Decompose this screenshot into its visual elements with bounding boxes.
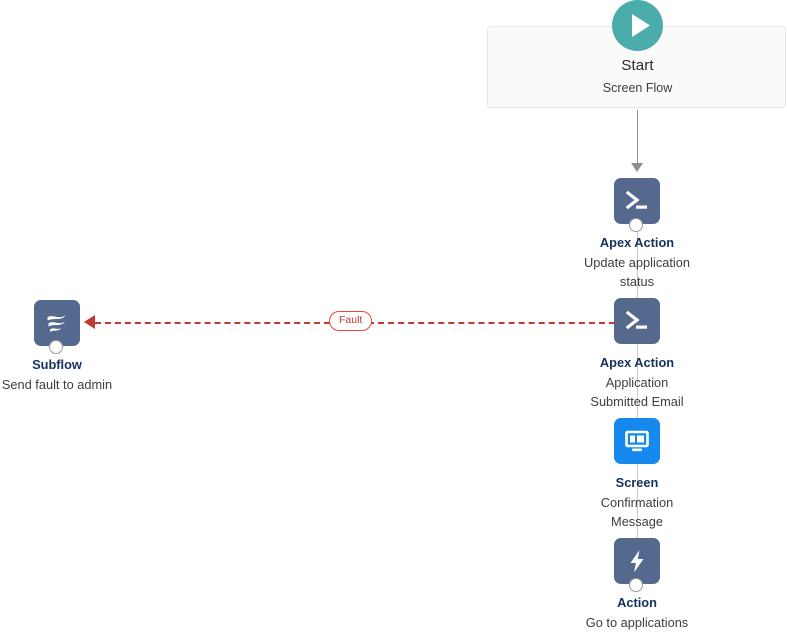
node-description: Go to applications xyxy=(585,615,689,630)
apex-terminal-icon xyxy=(614,298,660,344)
node-label: Subflow xyxy=(32,357,82,372)
start-subtitle: Screen Flow xyxy=(602,81,673,95)
node-description: Confirmation Message xyxy=(600,495,674,529)
connector-arrow-start xyxy=(631,163,643,172)
fault-connector-arrowhead xyxy=(84,315,95,329)
play-circle-icon[interactable] xyxy=(612,0,663,51)
apex-terminal-icon xyxy=(614,178,660,232)
node-label: Apex Action xyxy=(599,235,675,250)
connector-screen-to-action xyxy=(636,464,639,542)
node-description: Application Submitted Email xyxy=(590,375,684,409)
fault-connector-line-right xyxy=(368,322,615,324)
subflow-waves-icon xyxy=(34,300,80,354)
connector-start-to-apex1 xyxy=(636,110,639,166)
screen-display-icon xyxy=(614,418,660,464)
node-description: Update application status xyxy=(583,255,690,289)
node-description: Send fault to admin xyxy=(1,377,113,392)
node-label: Action xyxy=(617,595,657,610)
node-subflow-send-fault-to-admin[interactable]: Subflow Send fault to admin xyxy=(0,300,137,394)
fault-connector-label[interactable]: Fault xyxy=(329,311,373,331)
connector-apex2-to-screen xyxy=(636,344,639,422)
connector-apex1-to-apex2 xyxy=(636,224,639,302)
fault-connector-dot[interactable] xyxy=(629,218,643,232)
node-apex-action-submitted-email[interactable]: Apex Action Application Submitted Email xyxy=(557,298,717,411)
node-screen-confirmation-message[interactable]: Screen Confirmation Message xyxy=(557,418,717,531)
fault-connector-dot[interactable] xyxy=(629,578,643,592)
node-label: Screen xyxy=(615,475,659,490)
node-apex-action-update-status[interactable]: Apex Action Update application status xyxy=(557,178,717,291)
lightning-bolt-icon xyxy=(614,538,660,592)
node-label: Apex Action xyxy=(599,355,675,370)
node-action-go-to-applications[interactable]: Action Go to applications xyxy=(557,538,717,632)
fault-connector-dot[interactable] xyxy=(49,340,63,354)
fault-connector-line-left xyxy=(95,322,330,324)
start-title: Start xyxy=(621,57,654,74)
